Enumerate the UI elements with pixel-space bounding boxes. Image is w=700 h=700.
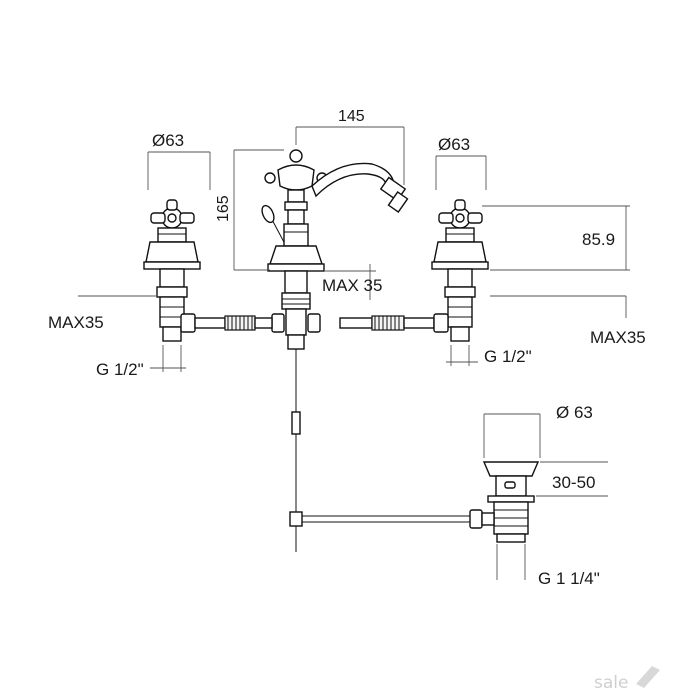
right-valve-diameter-label: Ø63 [438, 135, 470, 154]
left-valve-diameter-label: Ø63 [152, 131, 184, 150]
left-max-label: MAX35 [48, 313, 104, 332]
central-spout [261, 149, 409, 350]
drain-diameter-label: Ø 63 [556, 403, 593, 422]
valve-height-label: 85.9 [582, 230, 615, 249]
drain-rod [289, 349, 470, 552]
right-hose [339, 313, 449, 333]
center-max-label: MAX 35 [322, 276, 382, 295]
svg-text:sale: sale [594, 673, 628, 693]
left-hose [180, 313, 273, 333]
dimension-lines [78, 126, 630, 580]
spout-reach-label: 145 [338, 108, 365, 125]
right-valve [431, 199, 489, 342]
left-valve [143, 199, 201, 342]
left-thread-label: G 1/2" [96, 360, 144, 379]
watermark-logo: sale [594, 666, 660, 693]
popup-waste [469, 461, 540, 543]
right-thread-label: G 1/2" [484, 347, 532, 366]
drain-range-label: 30-50 [552, 473, 595, 492]
spout-height-label: 165 [215, 195, 232, 222]
drain-thread-label: G 1 1/4" [538, 569, 600, 588]
right-max-label: MAX35 [590, 328, 646, 347]
